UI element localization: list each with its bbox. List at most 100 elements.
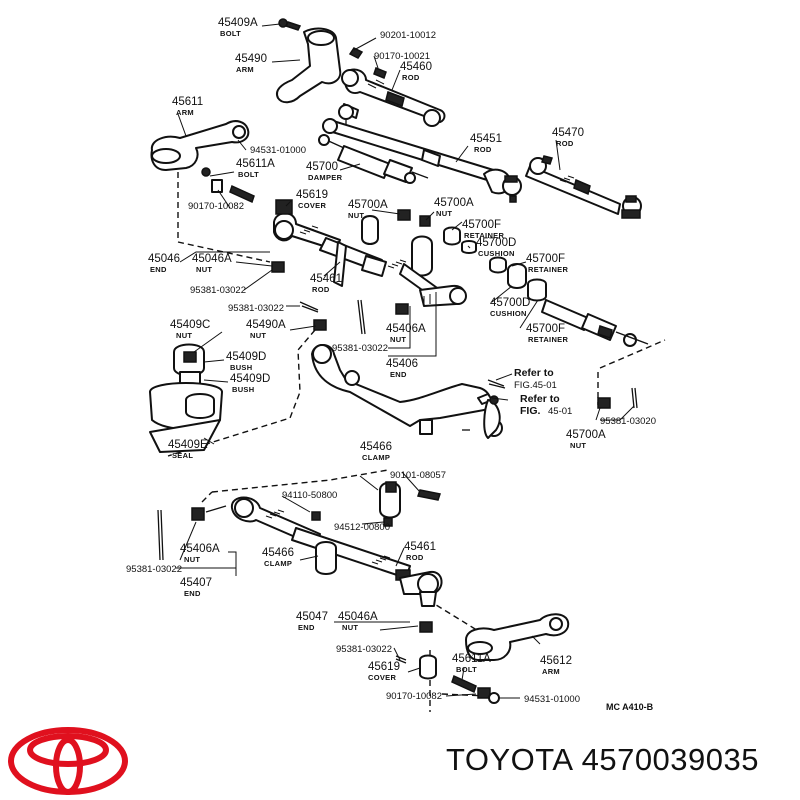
label-45700-pn: 45700	[306, 161, 338, 173]
label-45451-name: ROD	[474, 145, 492, 154]
label-45451-pn: 45451	[470, 133, 502, 145]
label-45466-lower-pn: 45466	[262, 547, 294, 559]
label-95381-03020: 95381-03020	[600, 416, 656, 427]
label-45611A-name: BOLT	[238, 170, 259, 179]
refer-note-2-line2: FIG.	[520, 405, 540, 417]
label-45619-pn: 45619	[296, 189, 328, 201]
relay-rod	[311, 319, 503, 439]
brand-name: TOYOTA	[446, 742, 574, 777]
label-45460-name: ROD	[402, 73, 420, 82]
label-45046A-lower-name: NUT	[342, 623, 358, 632]
label-45611A-lower-pn: 45611A	[452, 653, 491, 665]
label-45700A-1-pn: 45700A	[348, 199, 388, 211]
label-45470-name: ROD	[556, 139, 574, 148]
tie-rod-end-45047	[399, 570, 443, 633]
label-45700A-3-pn: 45700A	[566, 429, 606, 441]
label-45700F-1-name: RETAINER	[464, 231, 504, 240]
label-45407-pn: 45407	[180, 577, 212, 589]
label-45409C-name: NUT	[176, 331, 192, 340]
label-45461-upper-pn: 45461	[310, 273, 342, 285]
label-94531-01000-lower: 94531-01000	[524, 694, 580, 705]
label-45490A-name: NUT	[250, 331, 266, 340]
label-45700F-3-name: RETAINER	[528, 335, 568, 344]
label-45490-pn: 45490	[235, 53, 267, 65]
label-94531-01000-top: 94531-01000	[250, 145, 306, 156]
label-45046-name: END	[150, 265, 167, 274]
idler-arm-45611	[150, 120, 255, 204]
label-45700D-1-name: CUSHION	[478, 249, 515, 258]
label-45700A-1-name: NUT	[348, 211, 364, 220]
label-45619-name: COVER	[298, 201, 326, 210]
rod-45461-lower	[291, 527, 411, 581]
label-45700D-1-pn: 45700D	[476, 237, 516, 249]
label-45409E-name: SEAL	[172, 451, 193, 460]
tie-rod-end-45046	[271, 199, 341, 273]
label-45409D-1-pn: 45409D	[226, 351, 266, 363]
label-95381-03022-d: 95381-03022	[126, 564, 182, 575]
tie-rod-end-45406	[395, 284, 467, 315]
label-95381-03022-e: 95381-03022	[336, 644, 392, 655]
label-45406-pn: 45406	[386, 358, 418, 370]
label-45046A-name: NUT	[196, 265, 212, 274]
label-45409A-pn: 45409A	[218, 17, 258, 29]
refer-note-2-line1: Refer to	[520, 393, 560, 405]
label-90170-10082-lower: 90170-10082	[386, 691, 442, 702]
label-90170-10082-top: 90170-10082	[188, 201, 244, 212]
label-94512-00800: 94512-00800	[334, 522, 390, 533]
damper-mount-parts	[361, 209, 547, 302]
label-45466-upper-pn: 45466	[360, 441, 392, 453]
damper-45700-lower	[541, 299, 649, 347]
label-45700F-3-pn: 45700F	[526, 323, 565, 335]
label-45409A-name: BOLT	[220, 29, 241, 38]
label-45470-pn: 45470	[552, 127, 584, 139]
logo-vertical-ellipse	[53, 737, 83, 795]
label-45490A-pn: 45490A	[246, 319, 286, 331]
logo-horizontal-ellipse	[27, 733, 109, 767]
diagram-code: MC A410-B	[606, 702, 654, 712]
label-45047-pn: 45047	[296, 611, 328, 623]
label-45406A-upper-name: NUT	[390, 335, 406, 344]
label-45466-lower-name: CLAMP	[264, 559, 292, 568]
label-94110-50800: 94110-50800	[282, 490, 337, 501]
label-45611A-lower-name: BOLT	[456, 665, 477, 674]
label-45461-lower-name: ROD	[406, 553, 424, 562]
label-45409D-2-name: BUSH	[232, 385, 254, 394]
label-45409C-pn: 45409C	[170, 319, 210, 331]
label-45460-pn: 45460	[400, 61, 432, 73]
label-45409E-pn: 45409E	[168, 439, 208, 451]
label-45407-name: END	[184, 589, 201, 598]
idler-arm-45612	[465, 613, 570, 661]
label-45700D-2-pn: 45700D	[490, 297, 530, 309]
refer-note-2-line2b: 45-01	[548, 406, 572, 417]
label-45461-upper-name: ROD	[312, 285, 330, 294]
refer-note-1-line1: Refer to	[514, 367, 554, 379]
part-number: 4570039035	[581, 742, 760, 777]
label-45406A-lower-name: NUT	[184, 555, 200, 564]
label-45611-pn: 45611	[172, 96, 203, 108]
label-45700F-2-pn: 45700F	[526, 253, 565, 265]
label-45046A-lower-pn: 45046A	[338, 611, 378, 623]
clamp-45466-upper	[311, 481, 441, 527]
center-rod-45451	[322, 118, 522, 203]
label-95381-03022-b: 95381-03022	[228, 303, 284, 314]
label-45700F-1-pn: 45700F	[462, 219, 501, 231]
label-45406-name: END	[390, 370, 407, 379]
tie-rod-45460	[338, 67, 446, 132]
label-45619-lower-name: COVER	[368, 673, 396, 682]
label-45612-pn: 45612	[540, 655, 572, 667]
label-45700A-2-pn: 45700A	[434, 197, 474, 209]
label-45490-name: ARM	[236, 65, 254, 74]
callout-labels: 45409A BOLT 90201-10012 45490 ARM 90170-…	[126, 17, 656, 712]
label-45406A-lower-pn: 45406A	[180, 543, 220, 555]
label-45700A-2-name: NUT	[436, 209, 452, 218]
label-45700D-2-name: CUSHION	[490, 309, 527, 318]
lower-fasteners	[395, 654, 500, 704]
label-95381-03022-c: 95381-03022	[332, 343, 388, 354]
idler-pivot-45409	[149, 343, 223, 453]
label-90170-10021: 90170-10021	[374, 51, 430, 62]
label-45700-name: DAMPER	[308, 173, 343, 182]
label-45046-pn: 45046	[148, 253, 180, 265]
label-45409D-1-name: BUSH	[230, 363, 252, 372]
label-90201-10012: 90201-10012	[380, 30, 436, 41]
